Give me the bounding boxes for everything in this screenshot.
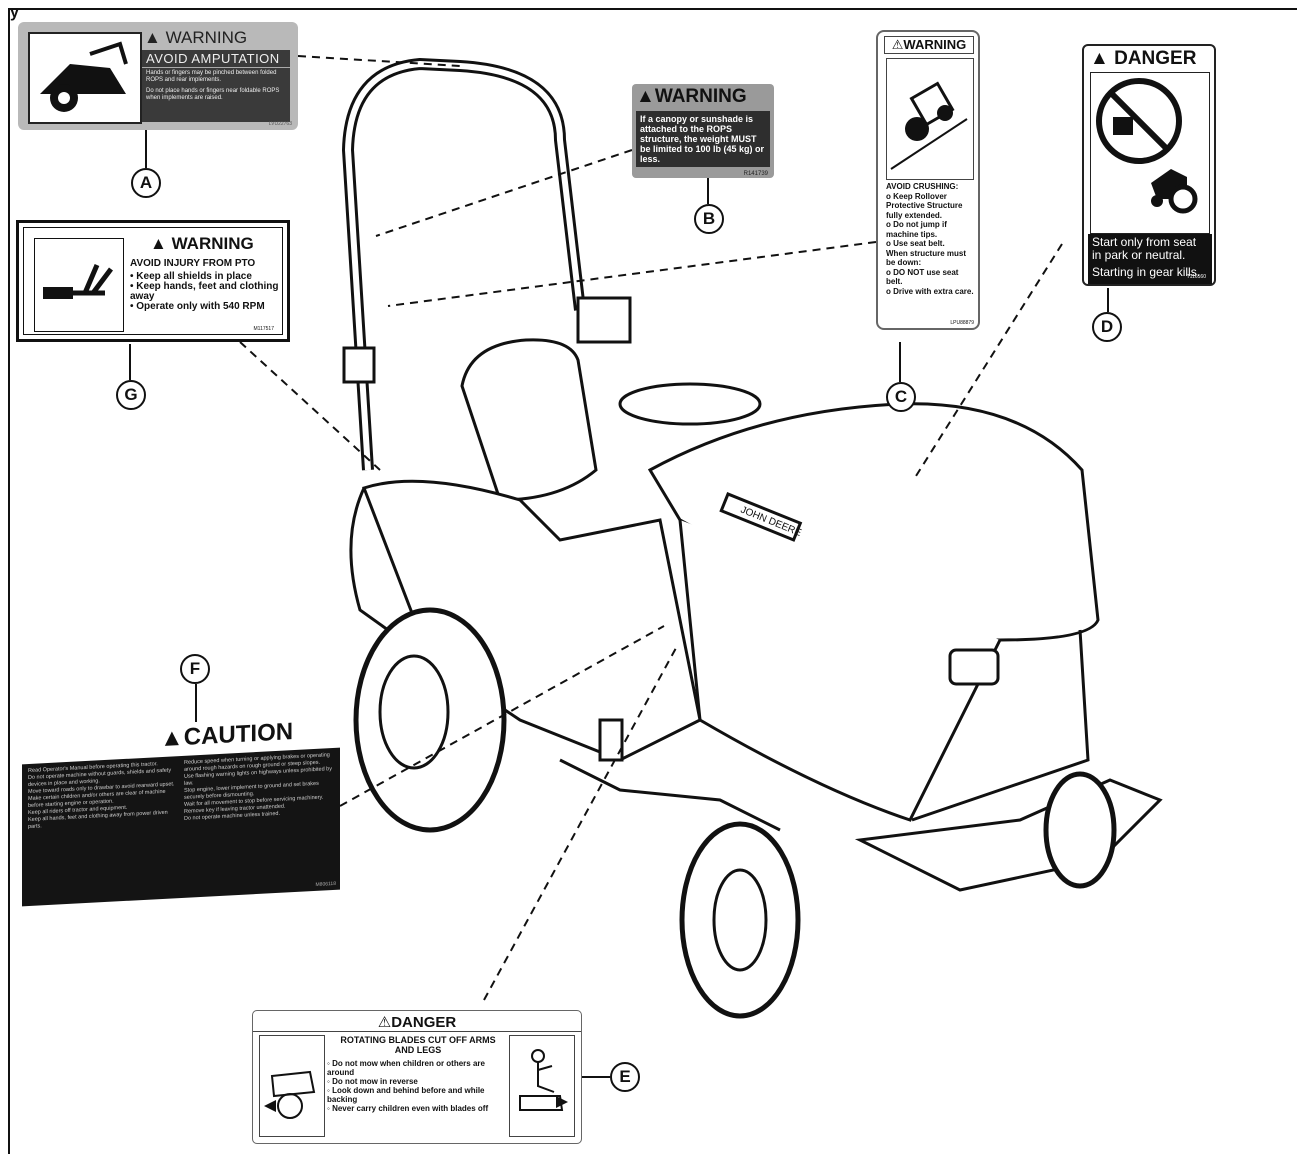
leader-line-g <box>239 341 381 471</box>
label-a-subheading: AVOID AMPUTATION <box>142 50 290 68</box>
callout-stems <box>129 130 1109 1078</box>
no-bypass-start-pictogram-icon <box>1090 72 1210 234</box>
label-g-list: • Keep all shields in place • Keep hands… <box>130 272 290 312</box>
leader-lines <box>239 55 1063 1001</box>
callout-f: F <box>180 654 210 684</box>
label-e-list: ◦ Do not mow when children or others are… <box>327 1059 507 1113</box>
figure-frame: y <box>8 4 1297 1154</box>
label-g-inner: ▲ WARNING AVOID INJURY FROM PTO • Keep a… <box>23 227 283 335</box>
mower-operator-pictogram-icon <box>509 1035 575 1137</box>
safety-label-f: ▲CAUTION Read Operator's Manual before o… <box>22 714 340 909</box>
label-g-item: • Keep all shields in place <box>130 271 252 282</box>
label-e-item: ◦ Look down and behind before and while … <box>327 1086 485 1104</box>
safety-label-b: ▲WARNING If a canopy or sunshade is atta… <box>632 84 774 178</box>
label-g-code: M117517 <box>253 326 274 332</box>
label-c-code: LPU88879 <box>950 320 974 326</box>
label-a-code: LVU22763 <box>268 121 292 127</box>
label-c-heading: ⚠WARNING <box>884 36 974 54</box>
callout-g: G <box>116 380 146 410</box>
label-g-subheading: AVOID INJURY FROM PTO <box>130 258 256 269</box>
label-a-text-2: Do not place hands or fingers near folda… <box>146 88 280 101</box>
label-d-heading: ▲ DANGER <box>1090 48 1197 69</box>
corner-glyph: y <box>10 4 19 21</box>
label-f-body: Read Operator's Manual before operating … <box>22 747 340 907</box>
mowing-reverse-pictogram-icon <box>259 1035 325 1137</box>
leader-line-f <box>339 625 665 807</box>
pinch-hazard-pictogram-icon <box>28 32 142 124</box>
label-b-heading: ▲WARNING <box>636 86 747 107</box>
callout-b: B <box>694 204 724 234</box>
label-e-subheading: ROTATING BLADES CUT OFF ARMS AND LEGS <box>340 1035 496 1055</box>
leader-line-b <box>375 149 633 237</box>
callout-d: D <box>1092 312 1122 342</box>
label-d-text-2: Starting in gear kills. <box>1092 265 1201 279</box>
label-f-heading: ▲CAUTION <box>160 718 294 753</box>
label-f-code: M806118 <box>315 880 336 888</box>
label-d-text-1: Start only from seat in park or neutral. <box>1092 235 1197 262</box>
label-a-body: AVOID AMPUTATION Hands or fingers may be… <box>142 50 290 122</box>
label-b-code: R141739 <box>743 171 768 177</box>
label-d-body: Start only from seat in park or neutral.… <box>1088 234 1212 284</box>
label-a-text-1: Hands or fingers may be pinched between … <box>146 70 277 83</box>
tractor-illustration: JOHN DEERE <box>341 57 1163 1019</box>
callout-e: E <box>610 1062 640 1092</box>
leader-line-e <box>483 647 677 1001</box>
label-f-left-column: Read Operator's Manual before operating … <box>28 761 175 831</box>
label-e-item: ◦ Never carry children even with blades … <box>327 1104 489 1113</box>
callout-c: C <box>886 382 916 412</box>
label-d-code: T116160 <box>1186 274 1206 280</box>
safety-label-a: ▲ WARNING AVOID AMPUTATION Hands or fing… <box>18 22 298 130</box>
safety-label-c: ⚠WARNING AVOID CRUSHING: o Keep Rollover… <box>876 30 980 330</box>
pto-entanglement-pictogram-icon <box>34 238 124 332</box>
label-f-right-column: Reduce speed when turning or applying br… <box>184 752 332 822</box>
safety-label-d: ▲ DANGER Start only from seat in park or… <box>1082 44 1216 286</box>
label-e-item: ◦ Do not mow when children or others are… <box>327 1059 485 1077</box>
label-g-item: • Operate only with 540 RPM <box>130 301 265 312</box>
leader-line-c <box>387 241 877 307</box>
callout-a: A <box>131 168 161 198</box>
label-e-item: ◦ Do not mow in reverse <box>327 1077 418 1086</box>
label-g-item: • Keep hands, feet and clothing away <box>130 281 279 302</box>
label-c-text: AVOID CRUSHING: o Keep Rollover Protecti… <box>886 182 974 296</box>
label-a-heading: ▲ WARNING <box>144 28 248 47</box>
rollover-pictogram-icon <box>886 58 974 180</box>
label-b-text: If a canopy or sunshade is attached to t… <box>636 111 770 167</box>
safety-label-e: ⚠DANGER ROTATING BLADES CUT OFF ARMS AND… <box>252 1010 582 1144</box>
leader-line-d <box>915 243 1063 477</box>
safety-label-g: ▲ WARNING AVOID INJURY FROM PTO • Keep a… <box>16 220 290 342</box>
label-e-heading: ⚠DANGER <box>253 1013 581 1032</box>
label-g-heading: ▲ WARNING <box>150 234 254 253</box>
